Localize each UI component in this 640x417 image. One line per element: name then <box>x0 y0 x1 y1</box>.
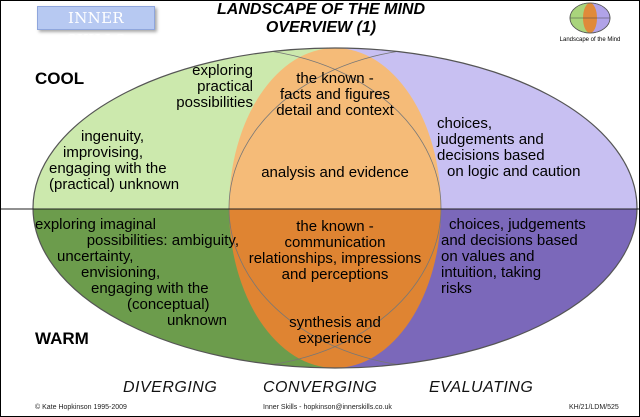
right-circle-outline <box>228 48 637 368</box>
footer-copyright: © Kate Hopkinson 1995-2009 <box>35 404 127 411</box>
footer-contact: Inner Skills - hopkinson@innerskills.co.… <box>263 404 392 411</box>
inner-skills-brand: INNER SKILLS <box>37 6 155 49</box>
footer-reference: KH/21/LDM/525 <box>569 404 619 411</box>
warm-right-text: choices, judgements and decisions based … <box>441 216 586 297</box>
outer-ellipse-outline <box>32 47 638 369</box>
cool-label: COOL <box>35 69 85 88</box>
diverging-label: DIVERGING <box>123 379 218 396</box>
logo-caption: Landscape of the Mind <box>559 37 621 43</box>
cool-center-bottom-text: analysis and evidence <box>261 164 409 181</box>
page-subtitle: OVERVIEW (1) <box>265 19 377 36</box>
warm-left-text: exploring imaginal possibilities: ambigu… <box>35 216 239 329</box>
evaluating-label: EVALUATING <box>429 379 534 396</box>
page-title: LANDSCAPE OF THE MIND <box>217 1 425 18</box>
warm-center-top-text: the known - communication relationships,… <box>248 218 422 283</box>
cool-left-top-text: exploring practical possibilities <box>176 62 253 111</box>
cool-center-top-text: the known - facts and figures detail and… <box>276 70 394 119</box>
warm-center-bottom-text: synthesis and experience <box>289 314 381 347</box>
cool-right-text: choices, judgements and decisions based … <box>437 115 581 180</box>
converging-label: CONVERGING <box>263 379 378 396</box>
cool-left-bottom-text: ingenuity, improvising, engaging with th… <box>49 128 180 193</box>
warm-label: WARM <box>35 329 89 348</box>
landscape-logo-icon <box>569 2 611 34</box>
left-circle-outline <box>33 48 442 368</box>
